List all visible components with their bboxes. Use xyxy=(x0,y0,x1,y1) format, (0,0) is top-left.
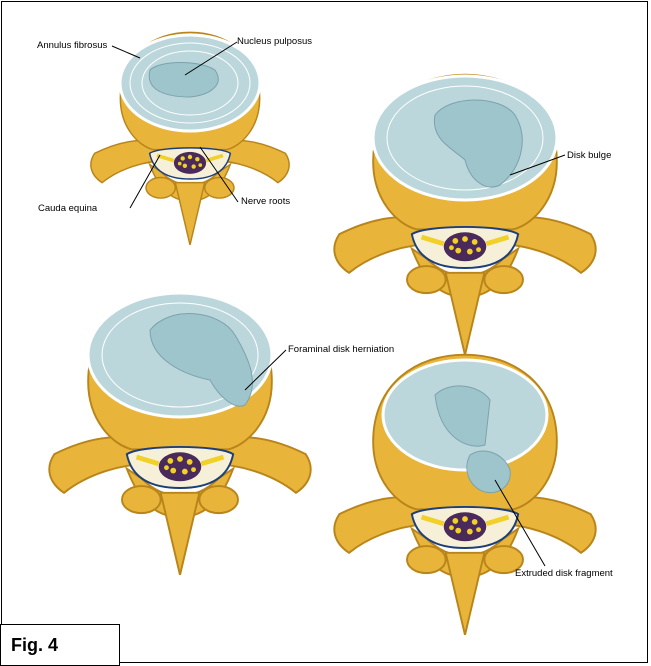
figure-label-box: Fig. 4 xyxy=(0,624,120,666)
foraminal-herniation-vertebra xyxy=(49,293,310,575)
label-extruded-disk-fragment: Extruded disk fragment xyxy=(515,568,613,579)
normal-vertebra xyxy=(91,32,289,245)
disk-bulge-vertebra xyxy=(334,75,595,355)
label-nucleus-pulposus: Nucleus pulposus xyxy=(237,36,312,47)
label-nerve-roots: Nerve roots xyxy=(241,196,290,207)
label-cauda-equina: Cauda equina xyxy=(38,203,98,214)
label-foraminal-disk-herniation: Foraminal disk herniation xyxy=(288,344,394,355)
figure-label: Fig. 4 xyxy=(11,635,58,656)
label-annulus-fibrosus: Annulus fibrosus xyxy=(37,40,107,51)
extruded-fragment-vertebra xyxy=(334,355,595,635)
label-disk-bulge: Disk bulge xyxy=(567,150,611,161)
